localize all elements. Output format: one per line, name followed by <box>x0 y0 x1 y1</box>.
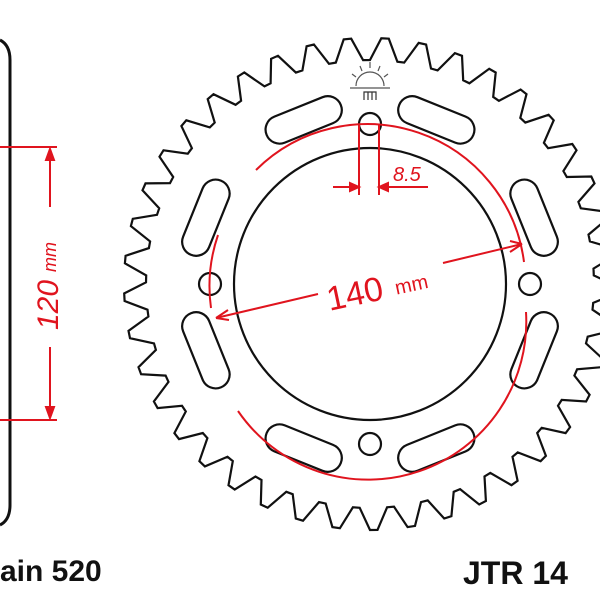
bolt-hole <box>357 431 383 457</box>
bolt-circle-unit: mm <box>393 271 430 299</box>
hub-circle <box>232 146 508 422</box>
hub-height-unit: mm <box>40 242 60 272</box>
bolt-hole-value: 8.5 <box>393 164 422 186</box>
jt-logo-icon <box>350 62 390 100</box>
slot <box>181 311 231 390</box>
bolt-hole <box>517 271 543 297</box>
slot <box>397 95 476 145</box>
slot <box>264 423 343 473</box>
hub-height-value: 120 <box>32 280 65 330</box>
slot <box>181 178 231 257</box>
slot <box>397 423 476 473</box>
hub-height-dimension <box>0 146 57 421</box>
slot <box>509 311 559 390</box>
sprocket-tooth-outline <box>123 37 600 532</box>
chain-size-label: ain 520 <box>0 555 102 588</box>
bolt-hole-dimension <box>333 124 428 195</box>
part-number-label: JTR 14 <box>463 555 568 591</box>
bolt-circle-dimension <box>208 123 528 481</box>
lightening-slots <box>181 95 559 473</box>
bolt-circle-value: 140 <box>323 270 386 319</box>
slot <box>264 95 343 145</box>
sprocket-side-view <box>0 38 12 527</box>
slot <box>509 178 559 257</box>
